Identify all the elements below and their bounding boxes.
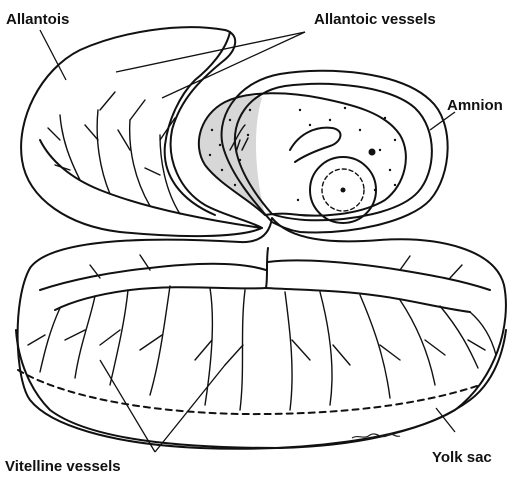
embryo-limb-bud <box>290 128 340 162</box>
label-allantoic-vessels: Allantoic vessels <box>314 11 436 28</box>
label-vitelline-vessels: Vitelline vessels <box>5 458 121 475</box>
yolk-sac <box>16 218 506 449</box>
yolk-sac-dashed-line <box>18 370 480 414</box>
embryo-lens-center <box>341 188 346 193</box>
embryo-eye <box>369 149 376 156</box>
label-amnion: Amnion <box>447 97 503 114</box>
label-allantois: Allantois <box>6 11 69 28</box>
label-yolk-sac: Yolk sac <box>432 449 492 466</box>
leader-allantois <box>40 30 66 80</box>
vitelline-vessels <box>28 248 496 410</box>
leader-amnion <box>430 112 455 130</box>
yolk-sac-base-line <box>16 330 506 448</box>
amnion-inner-outline <box>235 84 432 220</box>
yolk-sac-outline <box>18 218 506 449</box>
embryo <box>199 93 406 223</box>
leader-allantoic-vessels-2 <box>162 32 305 98</box>
